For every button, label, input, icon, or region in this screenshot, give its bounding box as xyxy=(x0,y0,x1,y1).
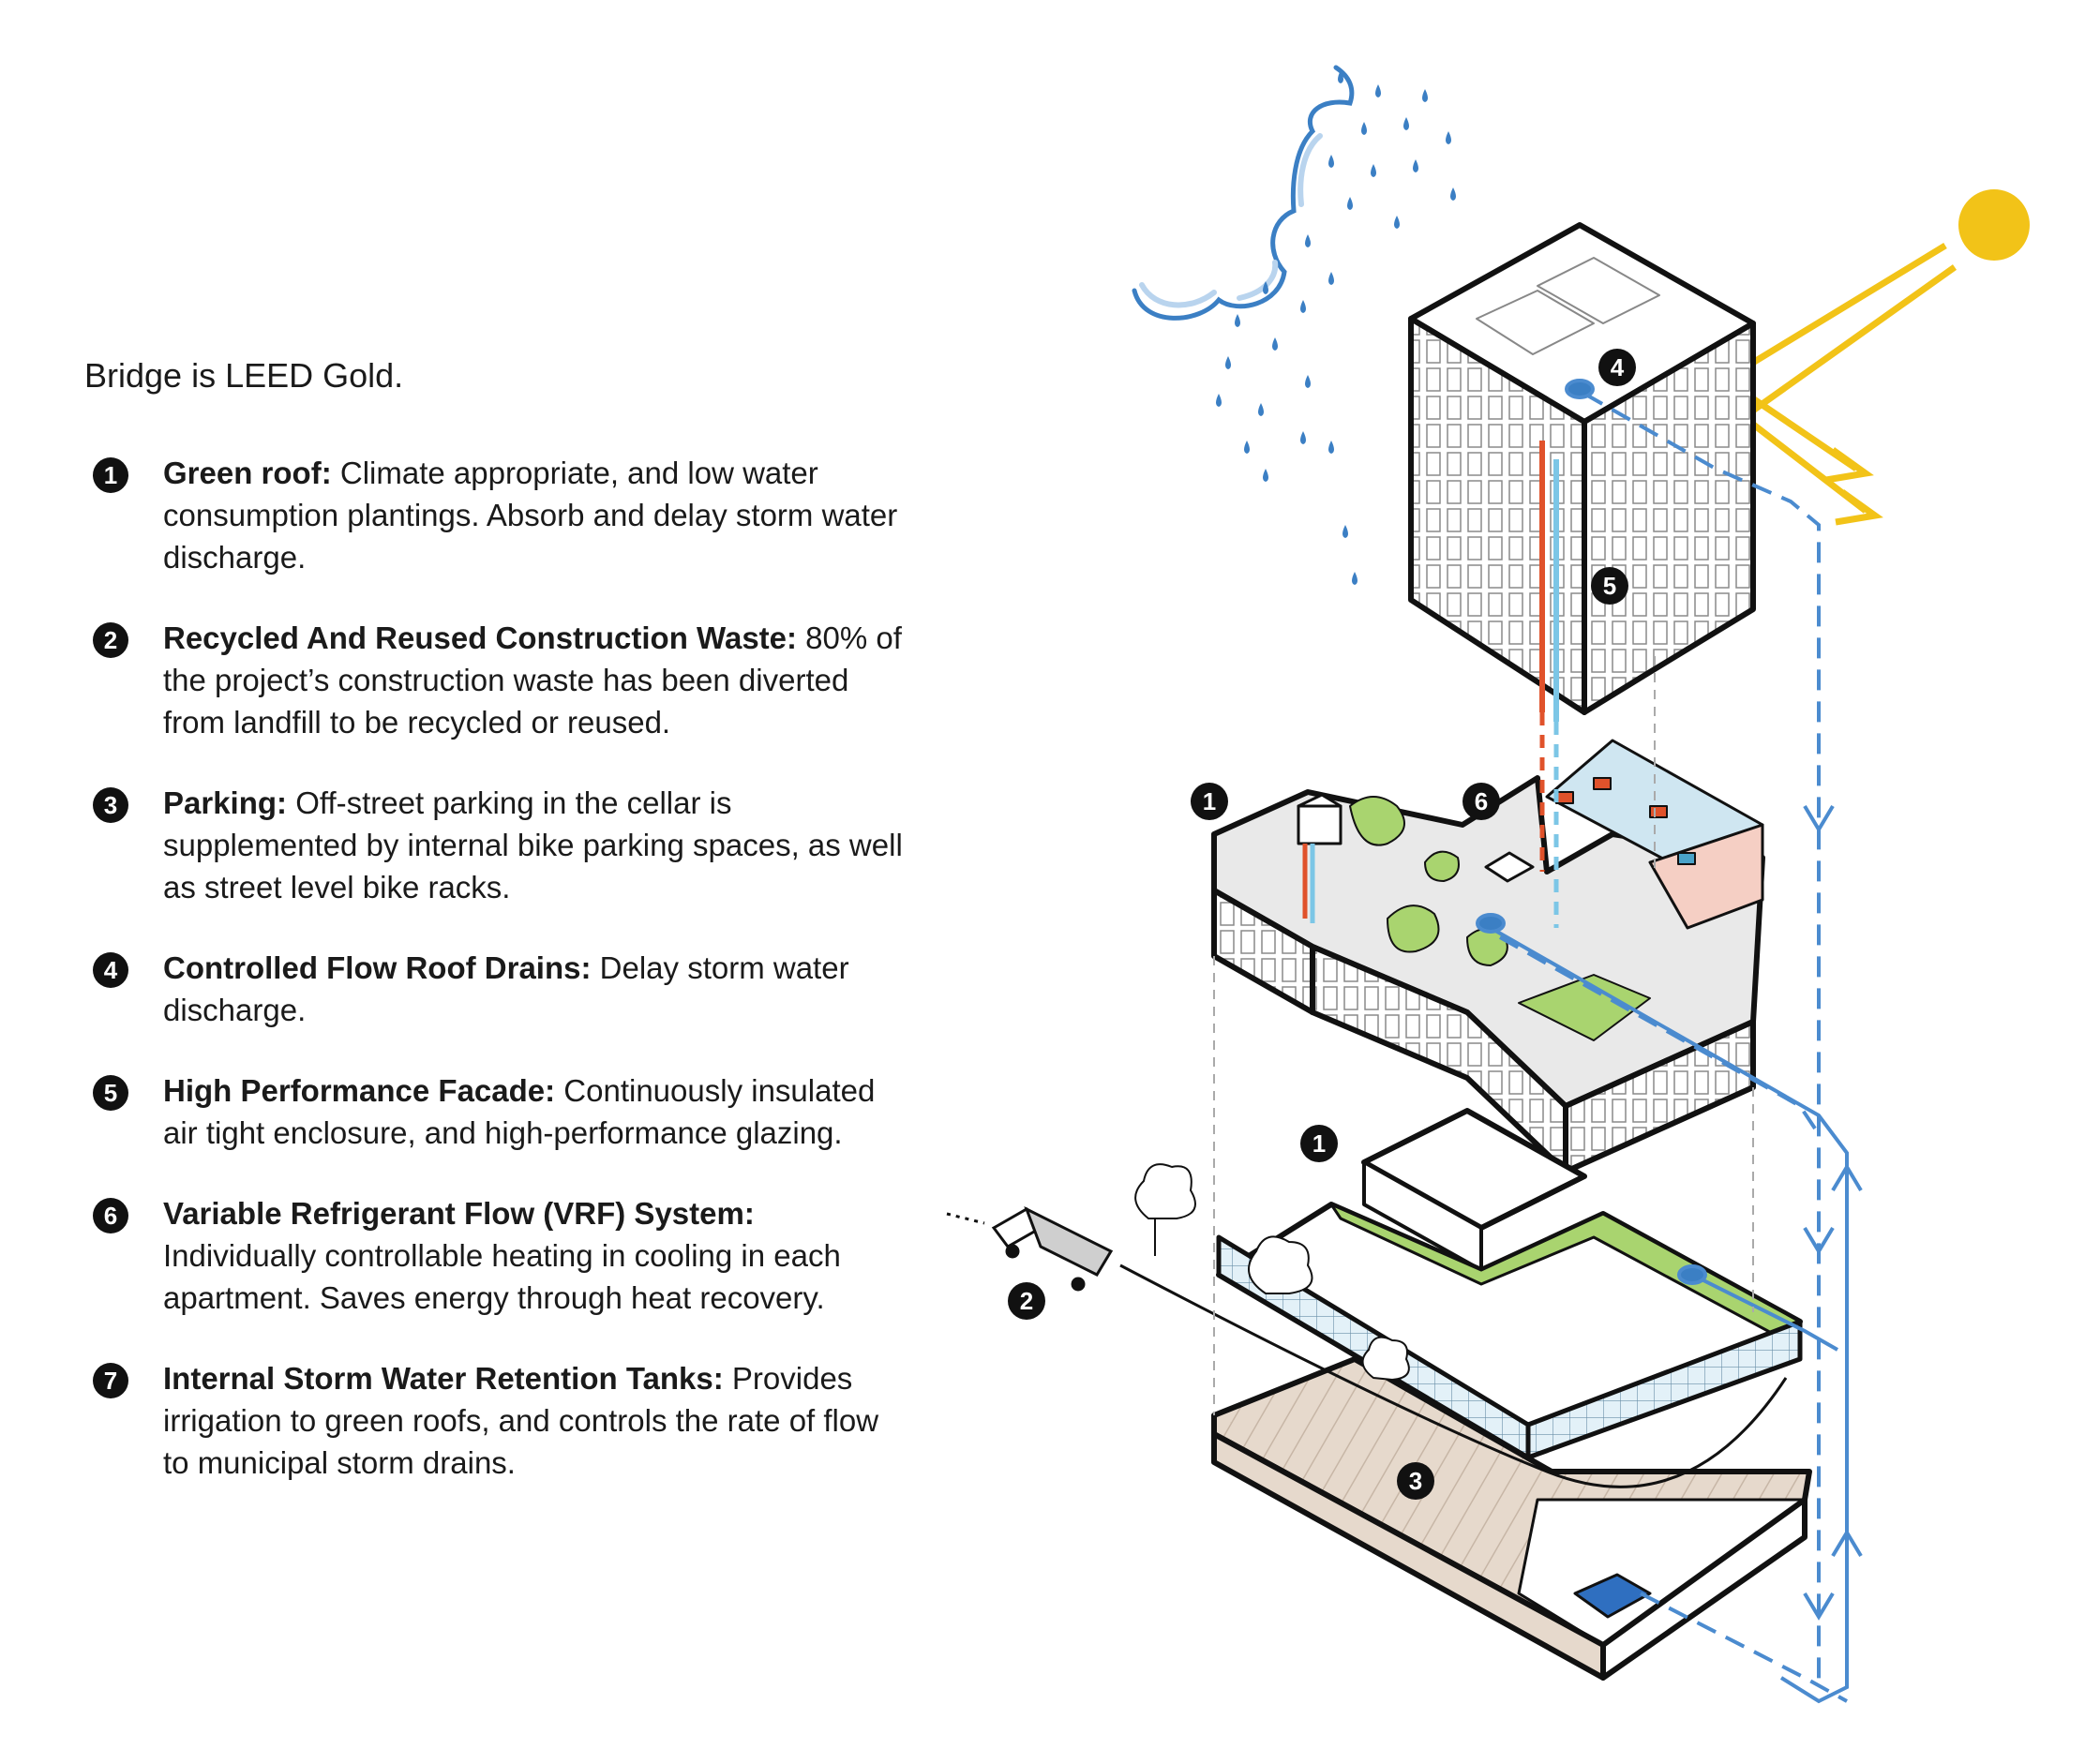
svg-text:5: 5 xyxy=(1603,572,1616,600)
legend-desc: Individually controllable heating in coo… xyxy=(163,1238,841,1315)
badge-1: 1 xyxy=(93,457,128,493)
legend-item-green-roof: 1 Green roof: Climate appropriate, and l… xyxy=(82,452,908,578)
badge-7: 7 xyxy=(93,1363,128,1398)
svg-text:1: 1 xyxy=(1312,1129,1326,1158)
legend-term: Internal Storm Water Retention Tanks: xyxy=(163,1361,724,1396)
legend-term: Recycled And Reused Construction Waste: xyxy=(163,620,798,655)
badge-6: 6 xyxy=(93,1198,128,1233)
tree-icon xyxy=(1134,1163,1410,1382)
legend-term: Parking: xyxy=(163,785,288,820)
legend-desc: Continuously insulated air tight enclosu… xyxy=(163,1073,876,1150)
diagram-badge-5: 5 xyxy=(1591,567,1628,605)
legend-term: Variable Refrigerant Flow (VRF) System: xyxy=(163,1196,755,1231)
diagram-badge-6: 6 xyxy=(1462,783,1500,820)
svg-text:1: 1 xyxy=(1203,787,1216,815)
legend-item-construction-waste: 2 Recycled And Reused Construction Waste… xyxy=(82,617,908,743)
diagram-badge-4: 4 xyxy=(1598,349,1636,386)
legend-term: Controlled Flow Roof Drains: xyxy=(163,950,592,985)
refrigerant-lines xyxy=(1302,441,1559,928)
alignment-guides xyxy=(1213,656,1754,1415)
badge-5: 5 xyxy=(93,1075,128,1111)
legend-item-roof-drains: 4 Controlled Flow Roof Drains: Delay sto… xyxy=(82,947,908,1031)
sun-icon xyxy=(1718,189,2030,526)
cloud-icon xyxy=(1132,65,1355,321)
legend-desc: Provides irrigation to green roofs, and … xyxy=(163,1361,879,1480)
legend-desc: Off-street parking in the cellar is supp… xyxy=(163,785,903,904)
svg-text:2: 2 xyxy=(1020,1287,1033,1315)
cellar-floor xyxy=(1211,1356,1812,1681)
road-line xyxy=(1119,1263,1788,1488)
legend: Bridge is LEED Gold. 1 Green roof: Clima… xyxy=(82,356,908,1522)
legend-item-vrf: 6 Variable Refrigerant Flow (VRF) System… xyxy=(82,1192,908,1319)
svg-text:3: 3 xyxy=(1409,1467,1422,1495)
svg-text:6: 6 xyxy=(1475,787,1488,815)
legend-item-parking: 3 Parking: Off-street parking in the cel… xyxy=(82,782,908,908)
badge-2: 2 xyxy=(93,622,128,658)
svg-text:4: 4 xyxy=(1611,353,1625,381)
badge-3: 3 xyxy=(93,787,128,823)
rain-icon xyxy=(1216,70,1456,585)
legend-term: High Performance Facade: xyxy=(163,1073,556,1108)
legend-desc: Climate appropriate, and low water consu… xyxy=(163,456,898,575)
middle-floor xyxy=(1211,739,1765,1174)
legend-desc: Delay storm water discharge. xyxy=(163,950,849,1027)
tower-building xyxy=(1408,222,1756,715)
truck-icon xyxy=(946,1205,1114,1292)
diagram-badge-2: 2 xyxy=(1008,1282,1045,1320)
diagram-badge-1: 1 xyxy=(1191,783,1228,820)
intro-text: Bridge is LEED Gold. xyxy=(84,356,404,395)
storm-water-pipes xyxy=(1476,379,1863,1704)
legend-term: Green roof: xyxy=(163,456,332,490)
legend-desc: 80% of the project’s construction waste … xyxy=(163,620,902,740)
diagram-badge-3: 3 xyxy=(1397,1462,1434,1500)
legend-item-facade: 5 High Performance Facade: Continuously … xyxy=(82,1069,908,1154)
diagram-badge-1: 1 xyxy=(1300,1125,1338,1162)
badge-4: 4 xyxy=(93,952,128,988)
legend-item-retention-tanks: 7 Internal Storm Water Retention Tanks: … xyxy=(82,1357,908,1484)
